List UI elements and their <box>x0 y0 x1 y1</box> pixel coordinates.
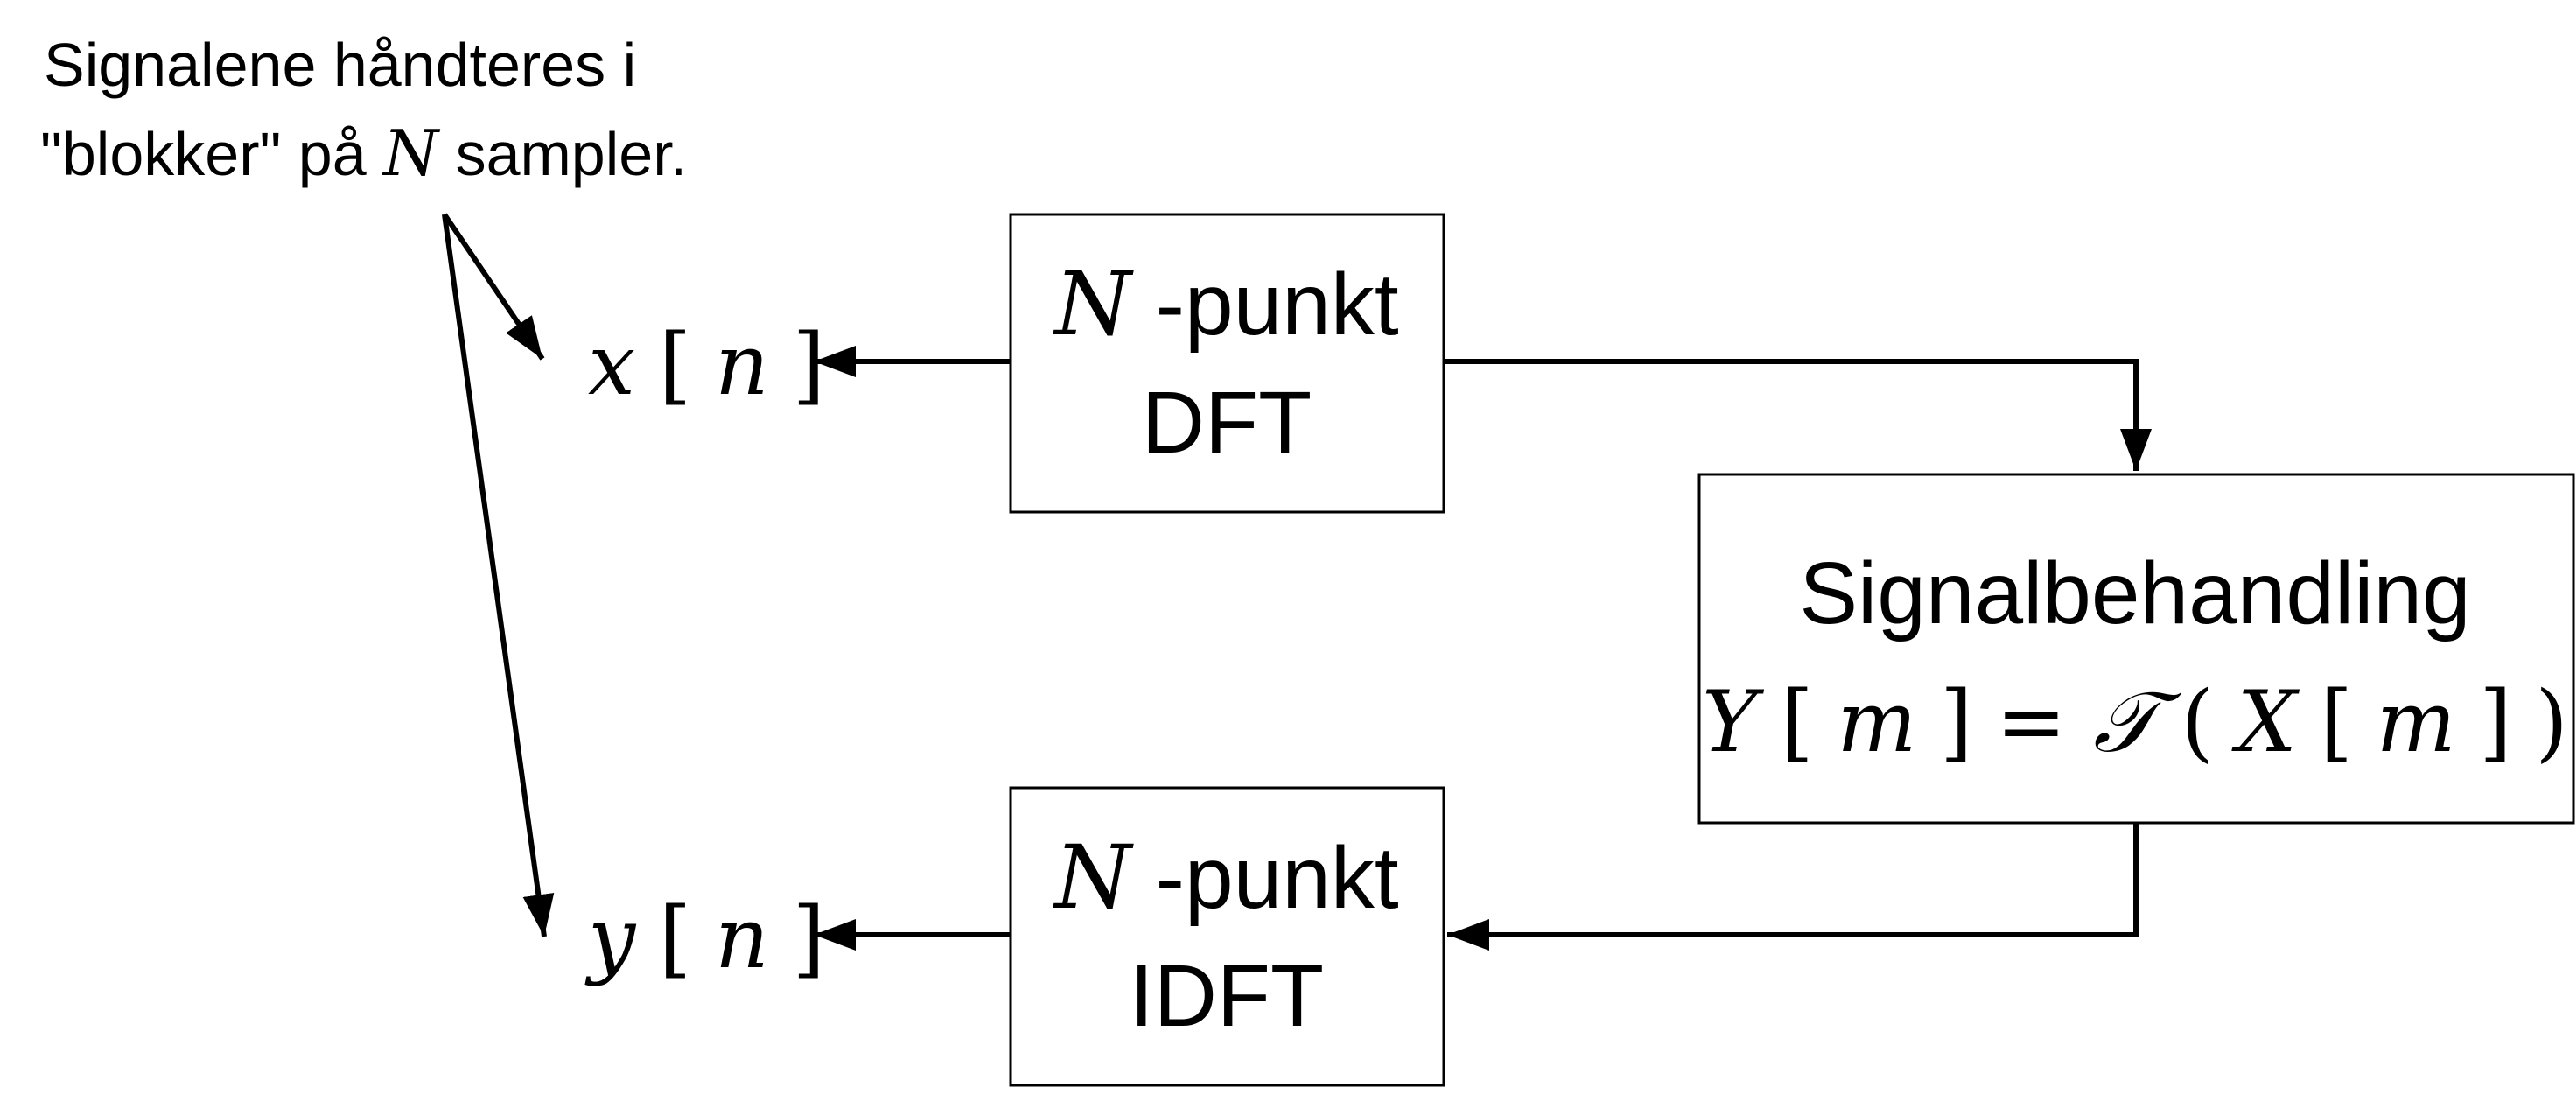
equation-operator: 𝒯 <box>2093 673 2182 771</box>
annotation-line-2: "blokker" på N sampler. <box>40 116 687 190</box>
equation-input-index: m <box>2376 673 2456 771</box>
arrow-dft-to-processing <box>1444 359 2152 471</box>
annotation-line-1: Signalene håndteres i <box>44 31 636 99</box>
arrow-processing-to-idft <box>1447 823 2138 951</box>
input-signal-var: x <box>588 316 635 414</box>
equation-output-close-bracket: ] <box>1940 673 1972 771</box>
dft-block: N -punkt DFT <box>1009 213 1446 514</box>
output-signal-index: n <box>715 889 769 987</box>
equation-input-open-bracket: [ <box>2320 673 2352 771</box>
output-signal-close-bracket: ] <box>793 889 825 987</box>
processing-block: Signalbehandling Y [ m ] = 𝒯 ( X [ m ] ) <box>1698 473 2575 825</box>
input-signal-label: x [ n ] <box>588 316 825 414</box>
dft-block-var: N <box>1053 253 1134 355</box>
equation-open-paren: ( <box>2180 673 2213 771</box>
equation-output-index: m <box>1837 673 1916 771</box>
output-signal-label: y [ n ] <box>584 889 825 987</box>
output-signal-open-bracket: [ <box>659 889 691 987</box>
idft-block-title: N -punkt <box>1053 826 1398 929</box>
idft-block-label: IDFT <box>1130 947 1324 1045</box>
input-signal-index: n <box>715 316 769 414</box>
annotation-line-2-prefix: "blokker" på <box>40 120 383 188</box>
processing-block-title: Signalbehandling <box>1799 544 2470 642</box>
dft-block-frame <box>1009 213 1446 514</box>
processing-block-equation: Y [ m ] = 𝒯 ( X [ m ] ) <box>1702 673 2568 771</box>
dft-block-title: N -punkt <box>1053 253 1398 355</box>
annotation-line-2-suffix: sampler. <box>456 120 688 188</box>
dft-block-suffix: -punkt <box>1156 256 1399 354</box>
annotation-arrow-to-output <box>442 214 555 937</box>
equation-output-var: Y <box>1702 673 1765 771</box>
idft-block-frame <box>1009 786 1446 1087</box>
equation-input-close-bracket: ] <box>2479 673 2511 771</box>
equation-equals-sign: = <box>1996 673 2093 771</box>
equation-output-open-bracket: [ <box>1781 673 1813 771</box>
idft-block-suffix: -punkt <box>1156 829 1399 927</box>
input-signal-open-bracket: [ <box>659 316 691 414</box>
idft-block-var: N <box>1053 826 1134 929</box>
annotation-block-size-var: N <box>382 116 441 190</box>
input-signal-close-bracket: ] <box>792 316 824 414</box>
equation-input-var: X <box>2230 673 2300 771</box>
equation-close-paren: ) <box>2535 673 2567 771</box>
output-signal-var: y <box>584 889 637 987</box>
idft-block: N -punkt IDFT <box>1009 786 1446 1087</box>
dft-block-label: DFT <box>1142 374 1312 472</box>
annotation-arrow-to-input <box>442 213 545 361</box>
